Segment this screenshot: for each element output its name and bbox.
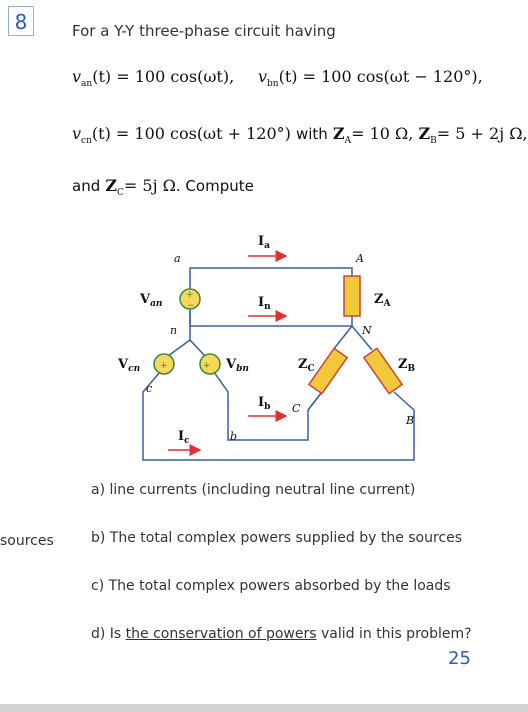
equation-vcn: vcn(t) = 100 cos(ωt + 120°) with ZA= 10 …	[72, 124, 528, 147]
label-ia: Ia	[258, 234, 270, 251]
vbn-plus: +	[203, 361, 211, 371]
node-b: b	[230, 430, 237, 443]
vcn-plus: +	[160, 361, 168, 371]
question-d: d) Is the conservation of powers valid i…	[91, 626, 472, 642]
equation-zc: and ZC= 5j Ω. Compute	[72, 176, 254, 199]
slide-number: 25	[448, 648, 471, 669]
page-number: 8	[8, 6, 34, 36]
intro-text: For a Y-Y three-phase circuit having	[72, 22, 336, 40]
source-vbn	[199, 353, 221, 375]
label-zb: ZB	[398, 357, 416, 374]
bottom-bar	[0, 704, 528, 712]
label-van: Van	[139, 292, 162, 309]
source-vcn	[153, 353, 175, 375]
node-A: A	[355, 252, 364, 265]
label-in: In	[258, 295, 271, 312]
side-label: sources	[0, 533, 54, 549]
node-N: N	[361, 324, 372, 337]
question-a: a) line currents (including neutral line…	[91, 482, 416, 498]
load-zb	[362, 347, 404, 395]
label-za: ZA	[374, 292, 392, 309]
node-B: B	[405, 414, 414, 427]
load-zc	[307, 347, 349, 395]
label-ic: Ic	[178, 429, 190, 446]
van-plus: +	[186, 290, 194, 300]
label-vbn: Vbn	[225, 357, 249, 374]
source-van	[179, 288, 201, 310]
label-ib: Ib	[258, 395, 270, 412]
node-a: a	[174, 252, 181, 265]
label-vcn: Vcn	[117, 357, 140, 374]
node-n: n	[170, 324, 177, 337]
equation-vbn: vbn(t) = 100 cos(ωt − 120°),	[258, 67, 483, 90]
load-za	[343, 275, 361, 317]
question-b: b) The total complex powers supplied by …	[91, 530, 463, 546]
van-minus: −	[187, 301, 195, 311]
label-zc: ZC	[298, 357, 315, 374]
equation-van: van(t) = 100 cos(ωt),	[72, 67, 235, 90]
question-c: c) The total complex powers absorbed by …	[91, 578, 451, 594]
node-C: C	[292, 402, 301, 415]
node-c: c	[146, 382, 152, 395]
conservation-link[interactable]: the conservation of powers	[125, 626, 317, 642]
circuit-wires	[142, 267, 415, 461]
